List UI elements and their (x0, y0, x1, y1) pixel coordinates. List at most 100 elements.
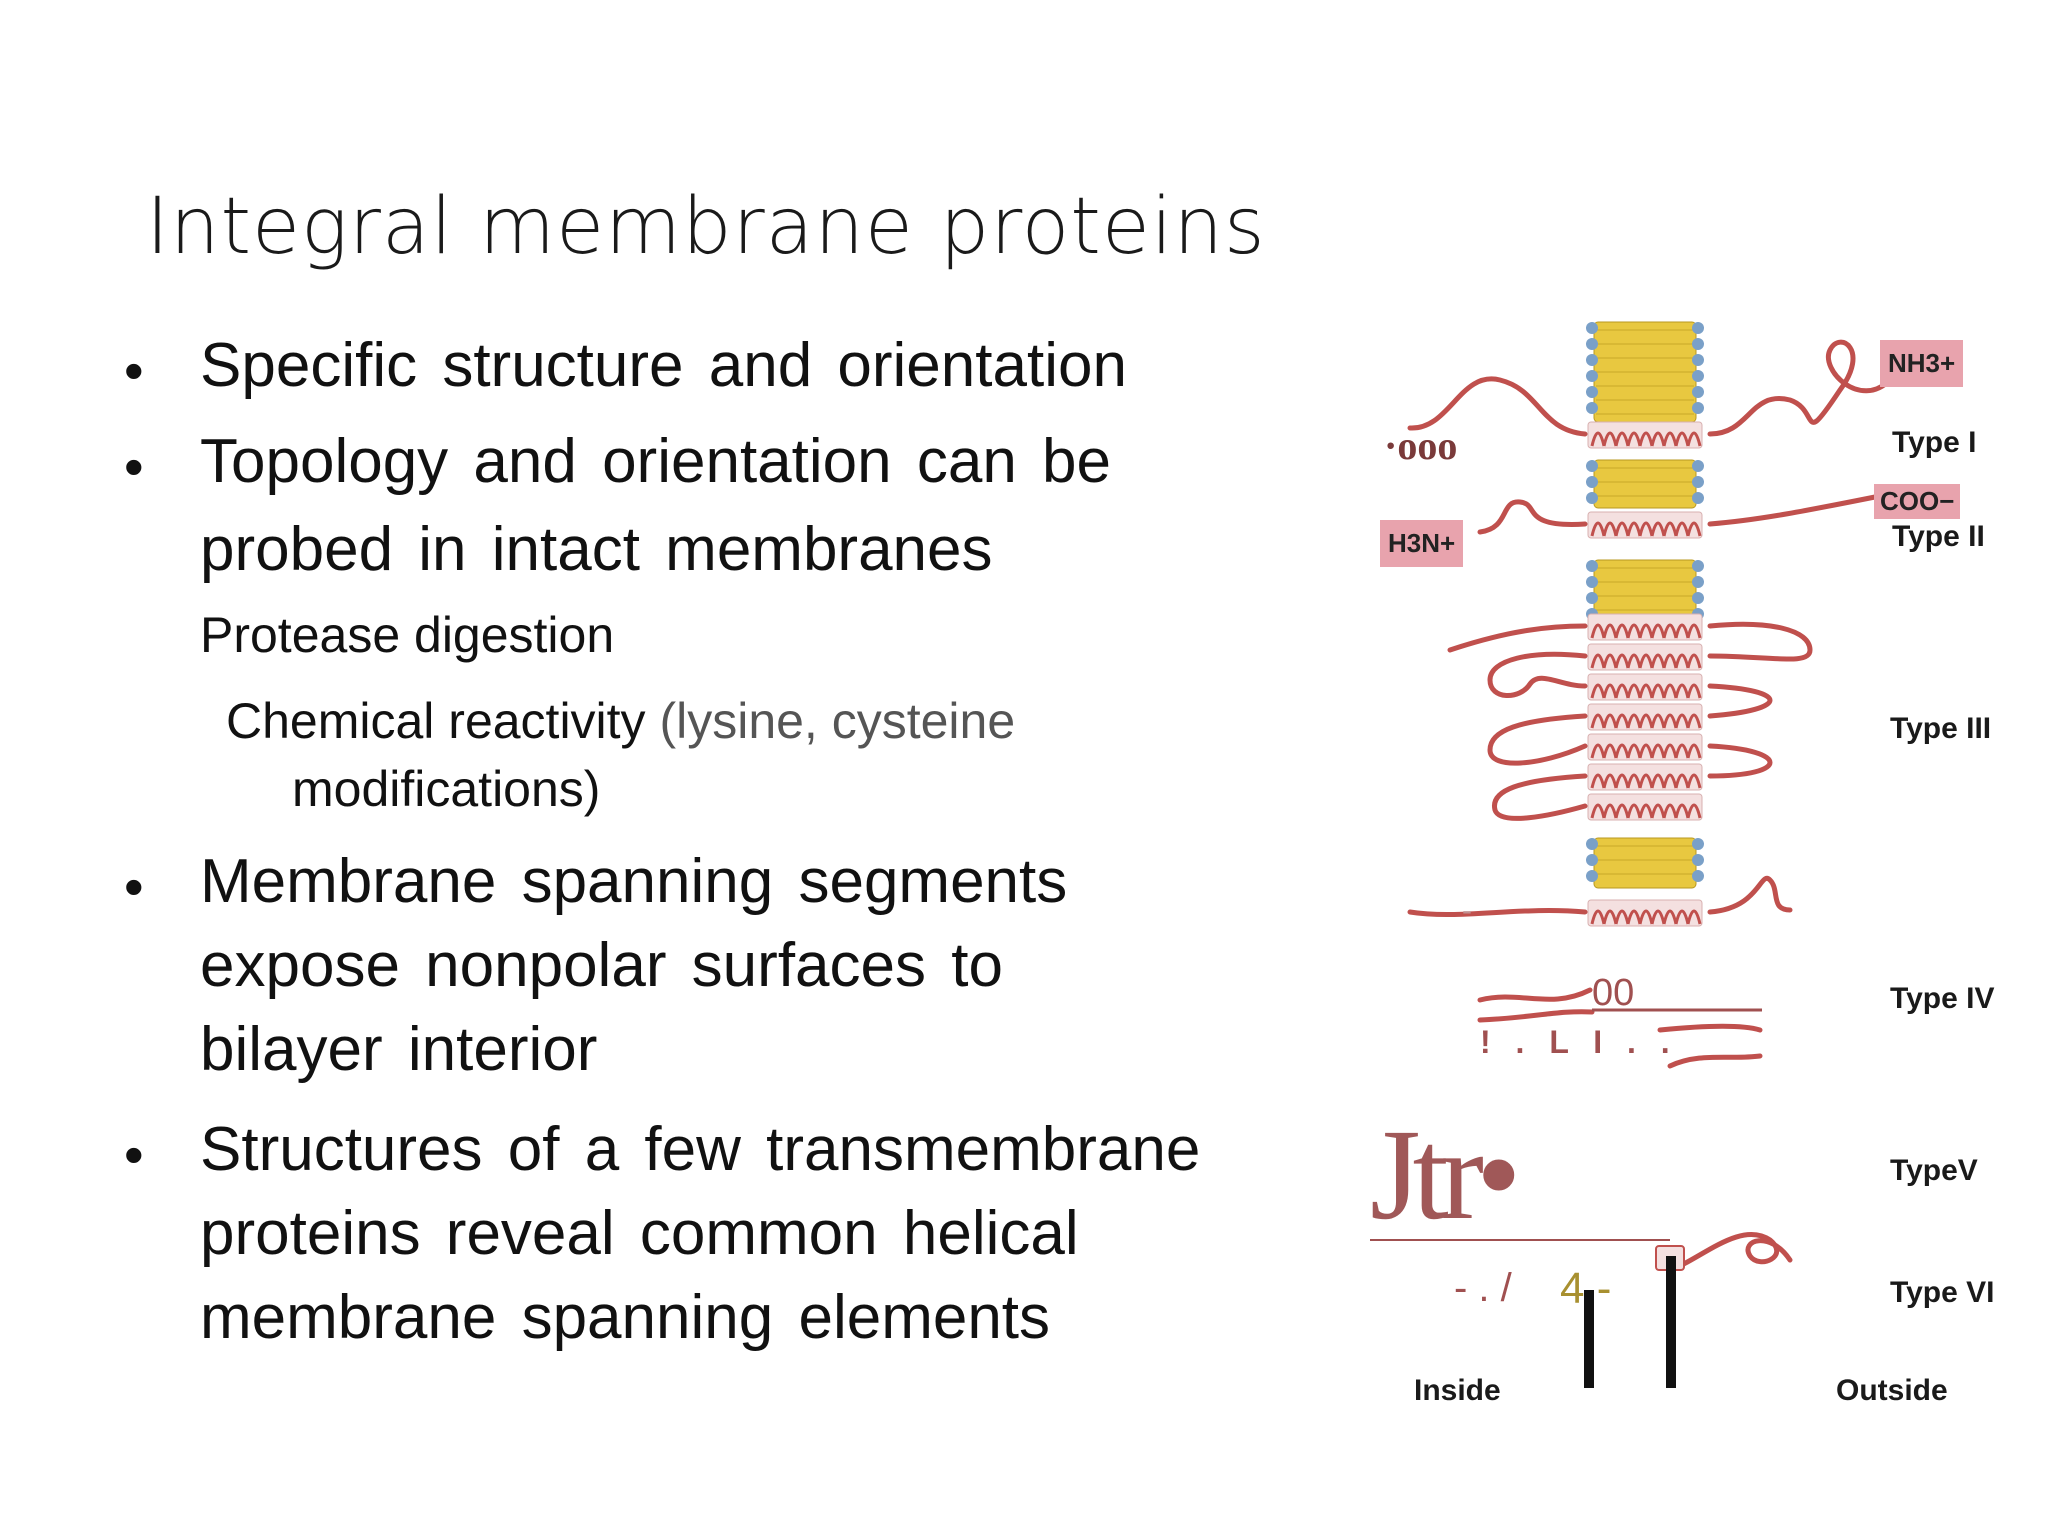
type-3-label: Type III (1890, 712, 1992, 745)
helix-turn (1650, 773, 1666, 789)
headgroup (1586, 838, 1598, 850)
helix-turn (1662, 713, 1678, 729)
artifact-4: 4 - (1560, 1264, 1612, 1313)
bullet-dot: • (124, 435, 144, 498)
helix-turn (1602, 431, 1618, 447)
helix-turn (1590, 743, 1606, 759)
protein-loop (1407, 376, 1588, 437)
helix-turn (1662, 743, 1678, 759)
helix-turn (1650, 683, 1666, 699)
helix-turn (1662, 623, 1678, 639)
helix-turn (1626, 521, 1642, 537)
helix-turn (1626, 909, 1642, 925)
helix-turn (1614, 431, 1630, 447)
helix-turn (1662, 803, 1678, 819)
sub-bullet-chemical-line-2: modifications) (292, 761, 601, 817)
helix-turn (1614, 773, 1630, 789)
protein-loop (1707, 621, 1813, 662)
helix-turn (1674, 773, 1690, 789)
helix-turn (1590, 713, 1606, 729)
artifact-dash: - (1462, 894, 1472, 927)
headgroup (1692, 370, 1704, 382)
helix-turn (1602, 909, 1618, 925)
helix-turn (1662, 653, 1678, 669)
helix-turn (1590, 803, 1606, 819)
outside-label: Outside (1836, 1374, 1948, 1407)
sub-bullet-chemical: Chemical reactivity (lysine, cysteine (226, 692, 1015, 750)
helix-turn (1686, 623, 1702, 639)
helix-turn (1650, 803, 1666, 819)
helix-turn (1626, 803, 1642, 819)
sub-bullet-protease: Protease digestion (200, 607, 615, 663)
helix-turn (1686, 909, 1702, 925)
helix-turn (1602, 773, 1618, 789)
headgroup (1586, 354, 1598, 366)
headgroup (1586, 370, 1598, 382)
helix-turn (1674, 803, 1690, 819)
coo-label: COO− (1874, 484, 1961, 519)
headgroup (1586, 592, 1598, 604)
helix-turn (1602, 743, 1618, 759)
headgroup (1692, 870, 1704, 882)
headgroup (1586, 854, 1598, 866)
helix-turn (1590, 653, 1606, 669)
helix-turn (1590, 521, 1606, 537)
helix-turn (1638, 623, 1654, 639)
helix-turn (1674, 743, 1690, 759)
type-2-label: Type II (1892, 520, 1985, 553)
helix-turn (1662, 521, 1678, 537)
helix-turn (1650, 431, 1666, 447)
headgroup (1586, 476, 1598, 488)
helix-turn (1662, 773, 1678, 789)
membrane-boundary-bars (1584, 1256, 1676, 1388)
helix-turn (1614, 803, 1630, 819)
h3n-label: H3N+ (1380, 520, 1464, 567)
helix-turn (1686, 521, 1702, 537)
protein-loop (1667, 1232, 1793, 1273)
protein-loop (1707, 743, 1773, 779)
helix-turn (1614, 909, 1630, 925)
type-4-label: Type IV (1890, 982, 1995, 1015)
helix-turn (1674, 909, 1690, 925)
protein-loop (1707, 683, 1773, 719)
helix-turn (1590, 683, 1606, 699)
helix-turn (1626, 773, 1642, 789)
coo-left-label: ·ooo (1384, 423, 1458, 468)
helix-turn (1626, 743, 1642, 759)
protein-loop (1407, 907, 1588, 918)
outside-boundary-bar (1666, 1256, 1676, 1388)
headgroup (1586, 870, 1598, 882)
bullet-dot: • (124, 339, 144, 402)
inside-label: Inside (1414, 1374, 1501, 1407)
helix-turn (1626, 713, 1642, 729)
helix-turn (1626, 683, 1642, 699)
helix-turn (1674, 683, 1690, 699)
helix-turn (1638, 909, 1654, 925)
headgroup (1692, 592, 1704, 604)
headgroup (1692, 386, 1704, 398)
protein-loop (1477, 1009, 1595, 1023)
helix-turn (1638, 803, 1654, 819)
protein-loop (1707, 493, 1883, 527)
type-5-label: TypeV (1890, 1154, 1978, 1187)
type-1-label: Type I (1892, 426, 1977, 459)
helix-turn (1602, 521, 1618, 537)
helix-turn (1686, 713, 1702, 729)
helix-turn (1614, 713, 1630, 729)
helix-turn (1662, 683, 1678, 699)
helix-turn (1626, 431, 1642, 447)
bullet-2-line-1: Topology and orientation can be (200, 427, 1111, 496)
bullet-4-line-2: proteins reveal common helical (200, 1199, 1079, 1268)
headgroup (1586, 576, 1598, 588)
helix-turn (1614, 683, 1630, 699)
membrane-diagram-graphic (1370, 321, 1893, 1388)
helix-turn (1674, 713, 1690, 729)
membrane-protein-diagram: NH3+ Type I COO− Type II H3N+ ·ooo Type … (1370, 310, 2010, 1430)
helix-turn (1602, 653, 1618, 669)
helix-turn (1602, 803, 1618, 819)
helix-turn (1614, 623, 1630, 639)
sub-bullet-chemical-a: Chemical reactivity (226, 693, 660, 749)
helix-turn (1638, 773, 1654, 789)
protein-loop (1487, 713, 1588, 766)
helix-turn (1638, 713, 1654, 729)
